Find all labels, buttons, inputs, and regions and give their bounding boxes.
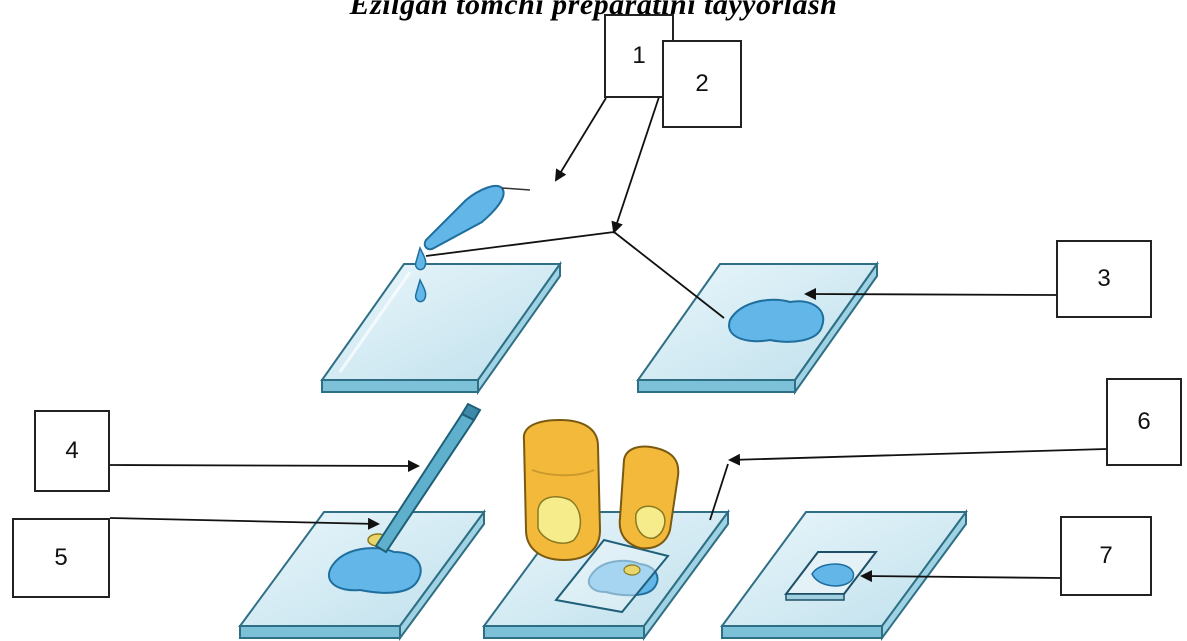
leader-lines — [110, 88, 1106, 578]
label-5: 5 — [12, 518, 110, 598]
arrow-4 — [110, 465, 418, 466]
label-6: 6 — [1106, 378, 1182, 466]
slide-top-right — [638, 264, 877, 392]
label-3: 3 — [1056, 240, 1152, 318]
label-4: 4 — [34, 410, 110, 492]
arrow-2-to-spot — [614, 232, 724, 318]
arrow-6 — [730, 449, 1106, 460]
label-2: 2 — [662, 40, 742, 128]
arrow-2 — [614, 88, 662, 232]
slide-bottom-left — [240, 512, 484, 638]
drop-on-slide — [729, 300, 823, 342]
label-7: 7 — [1060, 516, 1152, 596]
finger-right-icon — [620, 447, 679, 549]
arrow-3 — [806, 294, 1056, 295]
arrow-1 — [556, 98, 606, 180]
slide-top-left — [322, 264, 560, 392]
finger-left-icon — [524, 420, 600, 560]
slide-bottom-right — [722, 512, 966, 638]
slide-bottom-middle — [484, 512, 728, 638]
